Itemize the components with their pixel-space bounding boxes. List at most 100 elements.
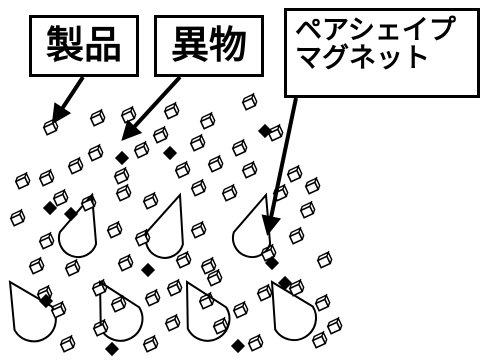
product-edge [208,154,224,168]
product-edge [175,160,191,174]
pointer-arrow [121,75,182,141]
product-face [142,339,158,353]
product-item [299,200,316,219]
product-face [164,318,180,332]
product-face [133,145,149,159]
product-face [326,321,342,335]
pair-shape-magnet [8,280,57,343]
pair-shape-magnet [98,280,144,342]
product-item [80,193,97,212]
product-face [113,171,129,185]
product-face [152,130,168,144]
product-edge [199,291,215,305]
product-face [206,273,222,287]
product-item [64,258,81,277]
product-item [314,293,331,312]
product-item [59,334,76,353]
product-face [286,169,302,183]
label-pair-shape-magnet: ペアシェイプ マグネット [284,8,480,98]
product-item [199,111,216,130]
product-face [200,261,216,275]
label-foreign-text: 異物 [170,23,247,67]
product-edge [222,183,238,197]
product-item [163,101,180,120]
product-item [288,278,305,297]
product-face [117,258,133,272]
product-item [144,288,161,307]
product-face [316,255,332,269]
product-item [133,140,150,159]
product-face [50,305,66,319]
product-face [189,138,205,152]
product-item [304,176,321,195]
product-edge [176,250,192,264]
product-edge [312,330,328,344]
product-edge [207,268,223,282]
product-face [166,283,182,297]
product-face [174,165,190,179]
product-edge [315,293,331,307]
product-face [314,298,330,312]
product-item [113,166,130,185]
product-item [14,171,31,190]
product-edge [107,220,123,234]
product-face [42,122,58,136]
product-edge [287,164,303,178]
product-face [28,261,44,275]
product-edge [51,300,67,314]
product-edge [88,143,104,157]
product-edge [242,160,258,174]
product-face [106,225,122,239]
product-item [142,334,159,353]
product-item [38,168,55,187]
product-face [9,213,25,227]
product-face [175,255,191,269]
product-item [241,92,258,111]
product-item [190,220,207,239]
product-edge [201,256,217,270]
product-edge [289,226,305,240]
product-face [207,159,223,173]
product-item [212,316,229,335]
product-face [87,148,103,162]
product-edge [60,334,76,348]
product-face [241,165,257,179]
product-edge [81,193,97,207]
product-item [87,143,104,162]
product-edge [111,294,127,308]
product-face [288,283,304,297]
foreign-matter-item [38,293,54,309]
product-edge [233,300,249,314]
product-face [299,205,315,219]
product-face [14,176,30,190]
product-face [67,161,83,175]
product-face [92,323,108,337]
product-edge [39,168,55,182]
product-face [134,233,150,247]
product-item [89,108,106,127]
product-item [241,160,258,179]
product-face [59,339,75,353]
product-item [206,268,223,287]
product-edge [114,166,130,180]
product-item [142,191,159,210]
product-item [115,183,132,202]
product-item [190,178,207,197]
product-face [288,231,304,245]
product-edge [15,171,31,185]
product-edge [317,250,333,264]
product-face [199,116,215,130]
product-item [231,138,248,157]
product-edge [65,258,81,272]
product-edge [289,278,305,292]
foreign-matter-item [230,338,246,354]
foreign-matter-item [42,200,58,216]
label-product: 製品 [29,15,139,77]
product-edge [10,208,26,222]
product-item [42,117,59,136]
product-face [144,293,160,307]
product-edge [257,283,273,297]
product-face [247,338,263,352]
product-edge [248,333,264,347]
product-face [241,97,257,111]
